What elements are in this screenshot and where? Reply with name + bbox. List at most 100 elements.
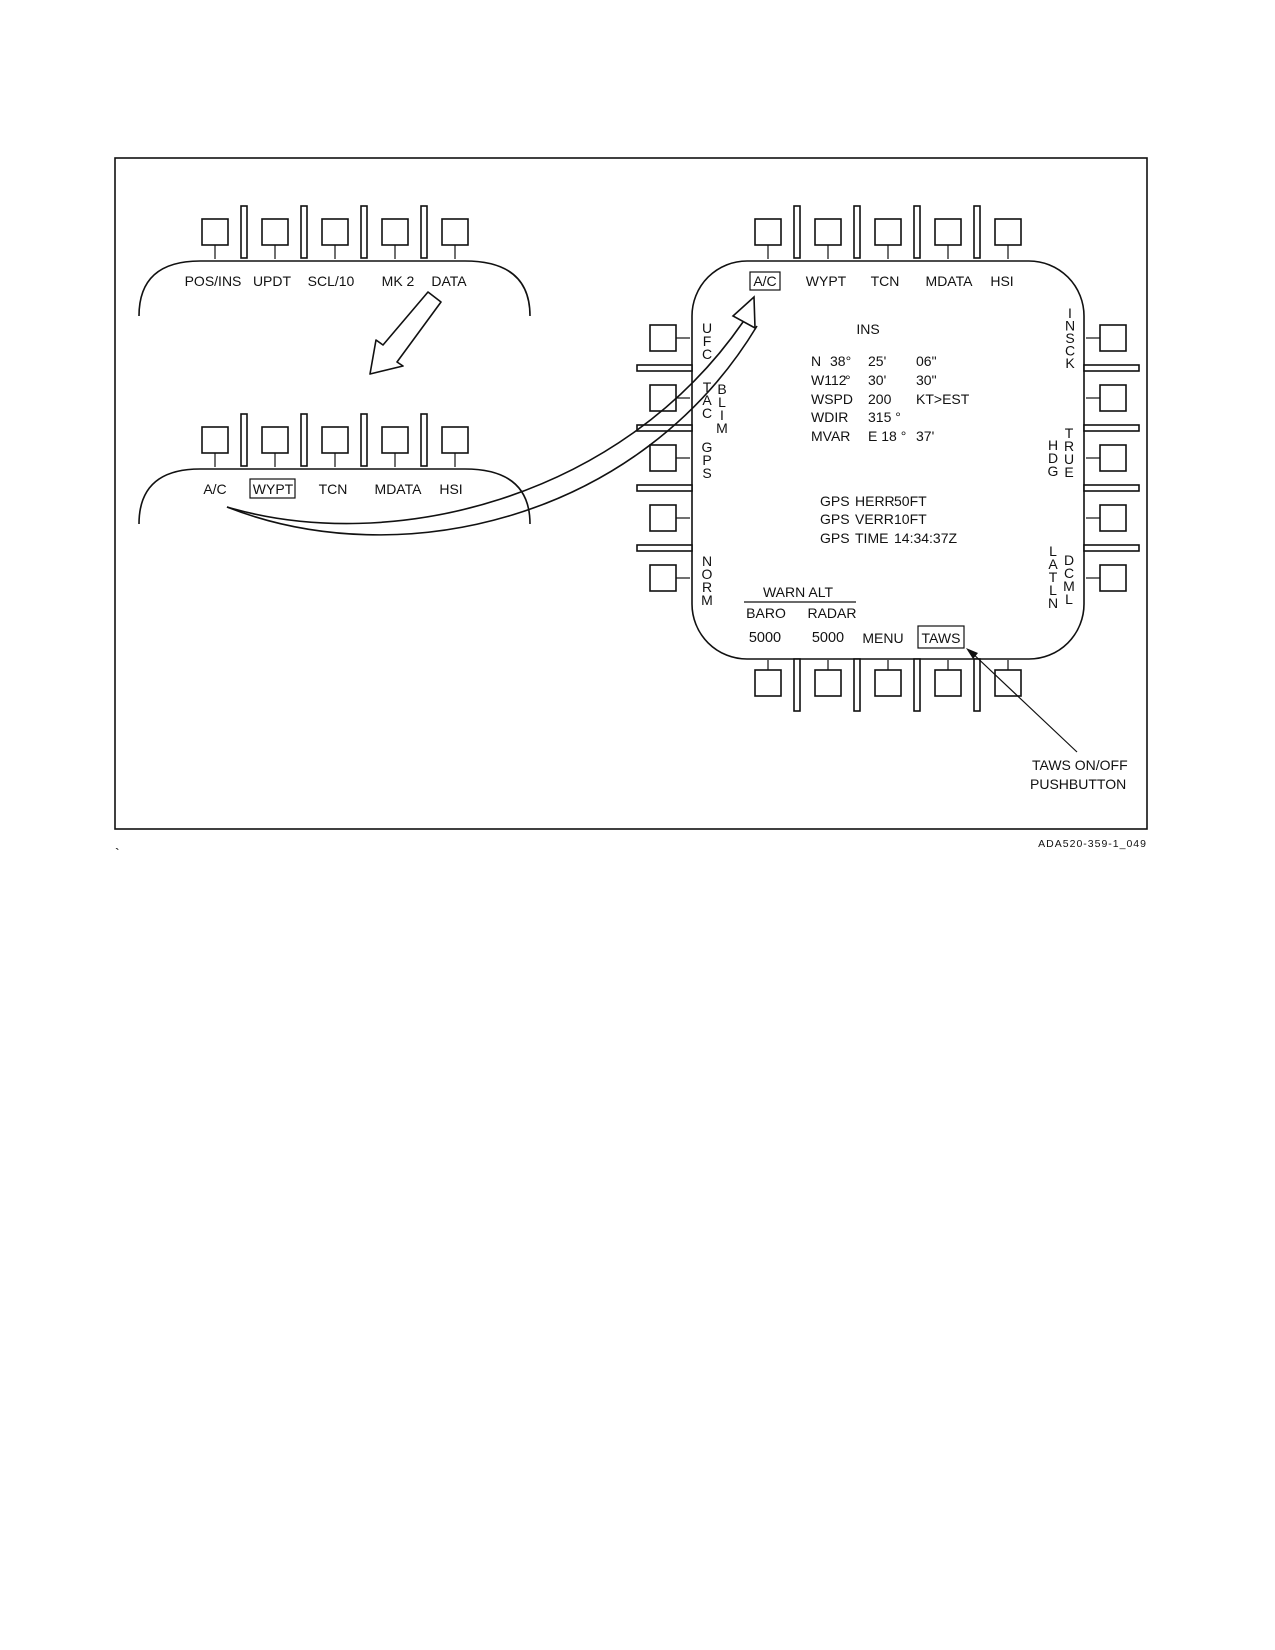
ddi-right-pushbutton-1[interactable] <box>1099 324 1127 352</box>
top-pushbutton-2[interactable] <box>261 218 289 246</box>
ddi-bottom-pushbutton-1[interactable] <box>754 669 782 697</box>
middle-label-hsi: HSI <box>439 481 462 497</box>
ddi-bottom-pushbutton-4[interactable] <box>934 669 962 697</box>
ddi-top-pushbutton-1[interactable] <box>754 218 782 246</box>
top-separator-1 <box>240 205 248 259</box>
ddi-top-separator-3 <box>913 205 921 259</box>
middle-pushbutton-3[interactable] <box>321 426 349 454</box>
ddi-left-pushbutton-2[interactable] <box>649 384 677 412</box>
callout-line-1: TAWS ON/OFF <box>1032 757 1128 773</box>
ddi-right-pushbutton-4[interactable] <box>1099 504 1127 532</box>
callout-line-2: PUSHBUTTON <box>1030 776 1126 792</box>
ins-row1-col3: 25' <box>868 353 886 369</box>
top-pushbutton-4[interactable] <box>381 218 409 246</box>
ddi-top-separator-4 <box>973 205 981 259</box>
warn-alt-baro-value: 5000 <box>749 630 781 646</box>
ins-row5-col1: MVAR <box>811 428 850 444</box>
top-label-updt: UPDT <box>253 273 292 289</box>
ddi-top-pushbutton-3[interactable] <box>874 218 902 246</box>
middle-boxed-wypt <box>249 478 296 499</box>
middle-separator-2 <box>300 413 308 467</box>
ddi-left-pushbutton-3[interactable] <box>649 444 677 472</box>
stray-mark: ` <box>115 845 120 861</box>
gps-row2-col3: 10FT <box>894 511 927 527</box>
ddi-left-separator-2 <box>636 424 693 432</box>
ddi-right-separator-4 <box>1083 544 1140 552</box>
ddi-bottom-separator-2 <box>853 658 861 712</box>
ddi-bottom-separator-1 <box>793 658 801 712</box>
figure-frame <box>114 157 1148 830</box>
gps-row2-col2: VERR <box>855 511 894 527</box>
ins-title: INS <box>856 321 879 337</box>
ins-row2-col2: ° <box>845 372 851 388</box>
middle-label-wypt: WYPT <box>253 481 294 497</box>
figure-id: ADA520-359-1_049 <box>1038 838 1147 850</box>
ins-row2-col3: 30' <box>868 372 886 388</box>
ddi-top-label-mdata: MDATA <box>926 273 974 289</box>
ddi-left-pushbutton-1[interactable] <box>649 324 677 352</box>
gps-row1-col1: GPS <box>820 493 850 509</box>
ddi-bottom-separator-3 <box>913 658 921 712</box>
ddi-right-separator-2 <box>1083 424 1140 432</box>
ins-row2-col1: W112 <box>811 372 847 388</box>
ddi-left-pushbutton-4[interactable] <box>649 504 677 532</box>
top-pushbutton-5[interactable] <box>441 218 469 246</box>
ddi-top-pushbutton-5[interactable] <box>994 218 1022 246</box>
ddi-right-pushbutton-2[interactable] <box>1099 384 1127 412</box>
ins-row5-col3: 37' <box>916 428 934 444</box>
middle-pushbutton-5[interactable] <box>441 426 469 454</box>
ddi-top-label-wypt: WYPT <box>806 273 847 289</box>
ddi-left-pushbutton-5[interactable] <box>649 564 677 592</box>
top-pushbutton-3[interactable] <box>321 218 349 246</box>
ins-row1-col1: N <box>811 353 821 369</box>
ddi-left-separator-1 <box>636 364 693 372</box>
ddi-bezel <box>691 260 1085 660</box>
ddi-bottom-pushbutton-3[interactable] <box>874 669 902 697</box>
top-label-data: DATA <box>431 273 467 289</box>
middle-separator-1 <box>240 413 248 467</box>
top-separator-4 <box>420 205 428 259</box>
ddi-top-pushbutton-2[interactable] <box>814 218 842 246</box>
ins-row2-col4: 30" <box>916 372 937 388</box>
warn-alt-radar-value: 5000 <box>812 630 844 646</box>
ddi-top-separator-1 <box>793 205 801 259</box>
middle-separator-3 <box>360 413 368 467</box>
ddi-right-pushbutton-5[interactable] <box>1099 564 1127 592</box>
ins-row5-col2: E 18 ° <box>868 428 906 444</box>
middle-pushbutton-1[interactable] <box>201 426 229 454</box>
middle-pushbutton-2[interactable] <box>261 426 289 454</box>
ins-row4-col1: WDIR <box>811 409 848 425</box>
middle-menu-strip: A/C WYPT TCN MDATA HSI <box>138 413 531 525</box>
top-separator-3 <box>360 205 368 259</box>
top-separator-2 <box>300 205 308 259</box>
top-label-mk2: MK 2 <box>382 273 415 289</box>
top-pushbutton-1[interactable] <box>201 218 229 246</box>
ins-row3-col1: WSPD <box>811 391 853 407</box>
ddi-right-pushbutton-3[interactable] <box>1099 444 1127 472</box>
ddi-top-pushbutton-4[interactable] <box>934 218 962 246</box>
warn-alt-title: WARN ALT <box>763 584 833 600</box>
ddi-boxed-ac <box>749 271 781 291</box>
middle-separator-4 <box>420 413 428 467</box>
ddi-right-separator-3 <box>1083 484 1140 492</box>
ddi-bottom-pushbutton-2[interactable] <box>814 669 842 697</box>
gps-row2-col1: GPS <box>820 511 850 527</box>
ddi-top-label-hsi: HSI <box>990 273 1013 289</box>
ddi-left-separator-3 <box>636 484 693 492</box>
gps-row3-col1: GPS <box>820 530 850 546</box>
middle-label-tcn: TCN <box>319 481 348 497</box>
ddi-bottom-label-menu: MENU <box>862 630 903 646</box>
ins-row1-col2: 38° <box>830 353 851 369</box>
middle-pushbutton-4[interactable] <box>381 426 409 454</box>
ddi-top-separator-2 <box>853 205 861 259</box>
ddi-top-label-tcn: TCN <box>871 273 900 289</box>
ddi-taws-pushbutton[interactable] <box>994 669 1022 697</box>
